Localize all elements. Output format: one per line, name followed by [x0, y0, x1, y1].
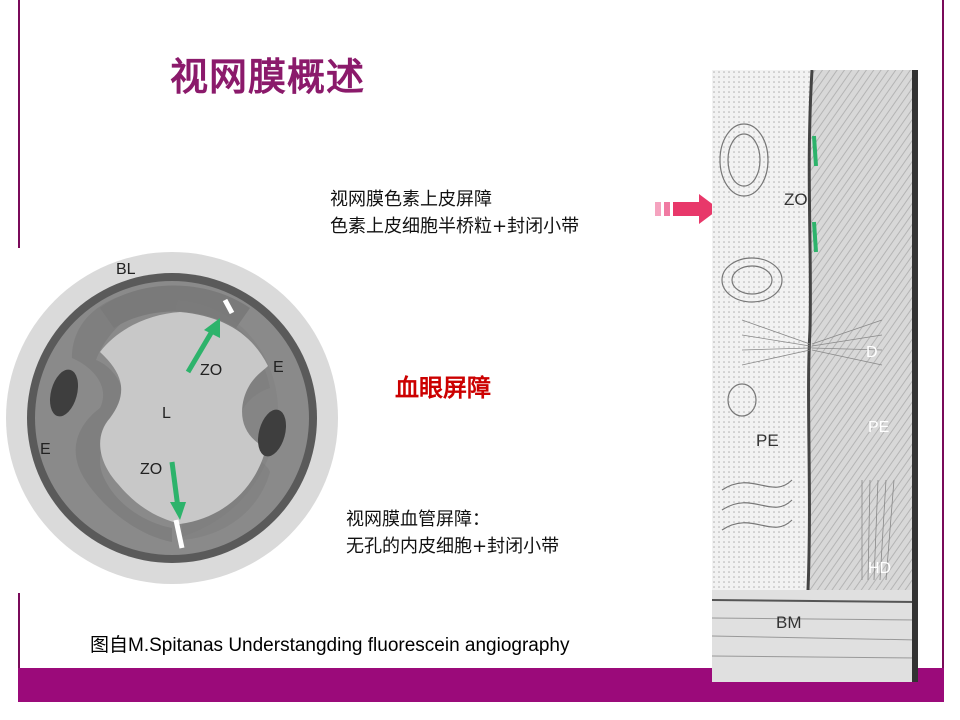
vessel-barrier-label: 视网膜血管屏障： 无孔的内皮细胞+封闭小带 — [346, 506, 559, 560]
pe-right-label: PE — [868, 419, 889, 436]
zo-top-label: ZO — [200, 362, 222, 379]
figure-caption: 图自M.Spitanas Understangding fluorescein … — [90, 635, 570, 656]
e-right-label: E — [273, 359, 284, 376]
pe-left-label: PE — [756, 431, 779, 450]
rpe-junction-diagram: ZO D PE PE HD BM — [712, 70, 918, 682]
bl-label: BL — [116, 261, 136, 278]
d-label: D — [866, 344, 878, 361]
blood-eye-barrier-label: 血眼屏障 — [395, 374, 491, 402]
frame-left-line-lower — [18, 588, 20, 678]
e-left-label: E — [40, 441, 51, 458]
page-title: 视网膜概述 — [170, 55, 366, 99]
rpe-barrier-line2: 色素上皮细胞半桥粒+封闭小带 — [330, 216, 580, 237]
rpe-barrier-line1: 视网膜色素上皮屏障 — [330, 189, 492, 210]
hd-label: HD — [868, 560, 891, 577]
vessel-barrier-line1: 视网膜血管屏障： — [346, 509, 490, 530]
vessel-cross-section-diagram: BL E E L ZO ZO — [0, 248, 345, 593]
bm-label: BM — [776, 613, 802, 632]
frame-right-line — [942, 0, 944, 690]
zo-label: ZO — [784, 190, 808, 209]
rpe-barrier-label: 视网膜色素上皮屏障 色素上皮细胞半桥粒+封闭小带 — [330, 186, 579, 240]
zo-bottom-label: ZO — [140, 461, 162, 478]
lumen-label: L — [162, 405, 171, 422]
rpe-pointer-arrow-icon — [655, 194, 719, 224]
vessel-barrier-line2: 无孔的内皮细胞+封闭小带 — [346, 536, 560, 557]
frame-left-line — [18, 0, 20, 248]
